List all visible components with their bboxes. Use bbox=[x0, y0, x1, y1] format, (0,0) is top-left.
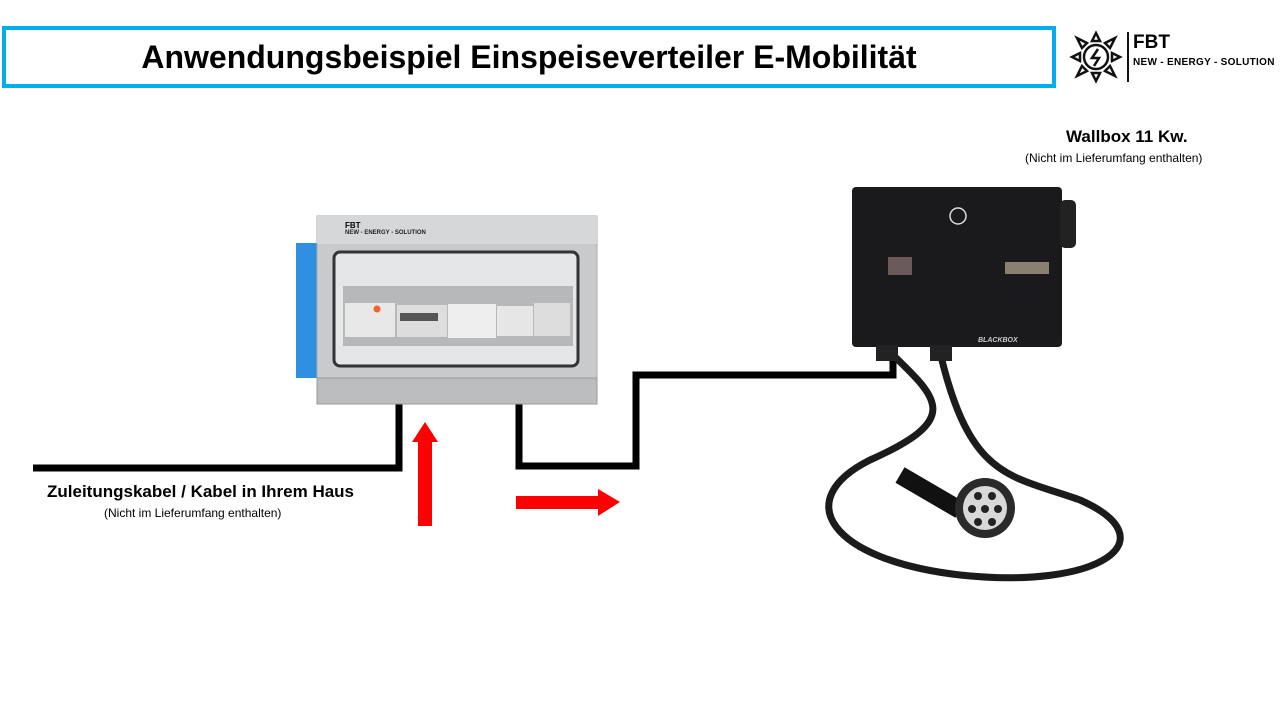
up-arrow-shaft bbox=[418, 440, 432, 526]
box-tagline: NEW - ENERGY - SOLUTION bbox=[345, 230, 426, 236]
logo-divider bbox=[1127, 32, 1129, 82]
distribution-box bbox=[296, 215, 598, 405]
box-logo-brand: FBT bbox=[345, 221, 361, 230]
output-cable bbox=[515, 360, 897, 470]
supply-cable-note: (Nicht im Lieferumfang enthalten) bbox=[104, 506, 282, 520]
right-arrow-shaft bbox=[516, 496, 600, 509]
supply-cable-label: Zuleitungskabel / Kabel in Ihrem Haus bbox=[47, 482, 355, 501]
supply-cable bbox=[33, 404, 403, 472]
logo-tagline: NEW - ENERGY - SOLUTION bbox=[1133, 57, 1275, 68]
wallbox bbox=[825, 187, 1124, 582]
wallbox-label: Wallbox 11 Kw. bbox=[1066, 127, 1188, 146]
sun-lightning-icon bbox=[1069, 30, 1123, 84]
wallbox-brand: BLACKBOX bbox=[978, 337, 1019, 344]
page-title: Anwendungsbeispiel Einspeiseverteiler E-… bbox=[2, 26, 1056, 88]
right-arrow-head bbox=[598, 489, 620, 516]
logo-brand: FBT bbox=[1133, 32, 1170, 53]
wallbox-note: (Nicht im Lieferumfang enthalten) bbox=[1025, 151, 1203, 165]
up-arrow-head bbox=[412, 422, 438, 442]
